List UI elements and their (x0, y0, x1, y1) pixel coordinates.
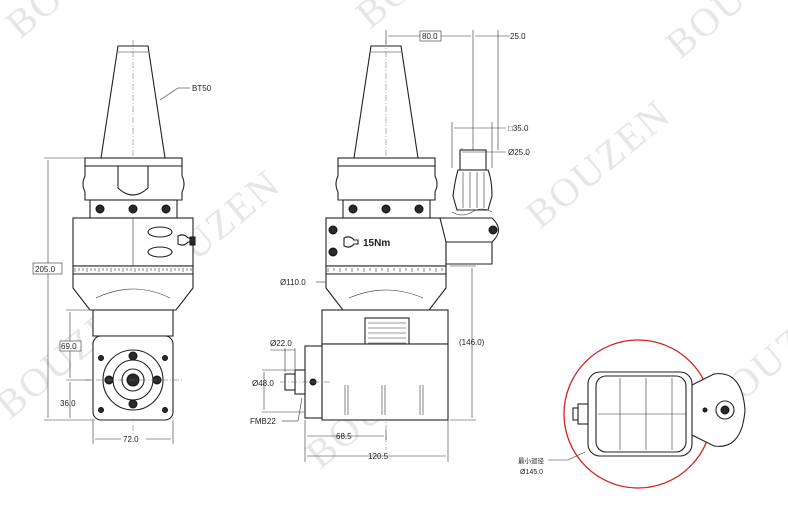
label-min-swing: 最小迴径 (518, 456, 545, 465)
dim-25: 25.0 (510, 32, 526, 41)
watermark-text: BOUZEN (657, 0, 788, 67)
dim-dia48: Ø48.0 (252, 379, 274, 388)
dim-205: 205.0 (35, 265, 56, 274)
front-flange-slot (117, 165, 149, 196)
side-flange (335, 165, 438, 201)
dim-69: 69.0 (61, 342, 77, 351)
dim-72: 72.0 (123, 435, 139, 444)
dim-120-5: 120.5 (368, 452, 389, 461)
watermark-text: BOUZEN (0, 0, 159, 47)
dim-146: (146.0) (459, 338, 485, 347)
dim-68-5: 68.5 (336, 432, 352, 441)
label-fmb22: FMB22 (250, 417, 276, 426)
front-neck (72, 273, 194, 311)
dim-sq35: □35.0 (508, 124, 529, 133)
wrench-icon (343, 236, 359, 248)
side-knob (452, 169, 493, 211)
front-head-upper (92, 309, 174, 337)
dim-36: 36.0 (60, 399, 76, 408)
side-arm-lower (445, 241, 493, 265)
side-view: 15Nm 80.0 25.0 (250, 30, 530, 462)
dim-80: 80.0 (422, 32, 438, 41)
nameplate (364, 317, 410, 347)
watermark-text: BOUZEN (517, 90, 679, 236)
label-bt50: BT50 (192, 84, 212, 93)
plan-view: 最小迴径 Ø145.0 (518, 339, 746, 489)
dim-dia25: Ø25.0 (508, 148, 530, 157)
dim-dia22: Ø22.0 (270, 339, 292, 348)
front-view: 205.0 69.0 36.0 72.0 BT50 (32, 40, 212, 444)
dim-dia110: Ø110.0 (280, 278, 306, 287)
front-flange-top (84, 157, 183, 167)
torque-label: 15Nm (363, 238, 390, 249)
dim-dia145: Ø145.0 (520, 469, 543, 476)
side-neck (325, 273, 447, 311)
